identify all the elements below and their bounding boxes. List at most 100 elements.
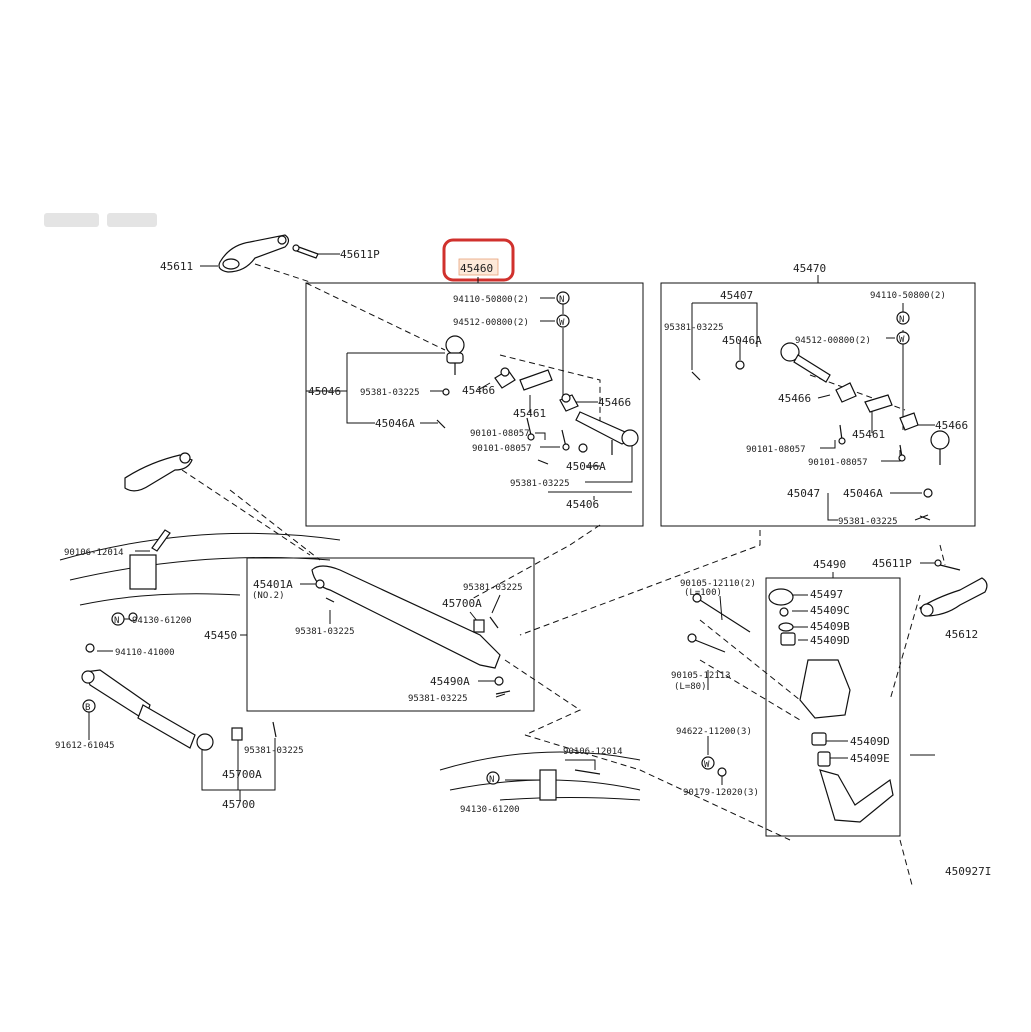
bolts-90105 — [687, 593, 751, 653]
label-45461-b[interactable]: 45461 — [852, 428, 885, 441]
svg-text:W: W — [899, 335, 905, 345]
label-45490A[interactable]: 45490A — [430, 675, 470, 688]
label-45466-a[interactable]: 45466 — [462, 384, 495, 397]
label-45409D-b[interactable]: 45409D — [850, 735, 890, 748]
washer-symbol-b: W — [896, 331, 910, 345]
svg-text:B: B — [85, 703, 90, 713]
label-45700A-a[interactable]: 45700A — [442, 597, 482, 610]
label-90179-12020[interactable]: 90179-12020(3) — [683, 788, 759, 798]
nut-symbol-a: N — [556, 291, 570, 305]
label-45046A-a[interactable]: 45046A — [375, 417, 415, 430]
label-45466-c[interactable]: 45466 — [778, 392, 811, 405]
label-94130-61200-b[interactable]: 94130-61200 — [460, 805, 520, 815]
label-45700[interactable]: 45700 — [222, 798, 255, 811]
label-90105-12110-sub[interactable]: (L=100) — [684, 588, 722, 598]
bolt-symbol: B — [82, 699, 96, 713]
label-45409B[interactable]: 45409B — [810, 620, 850, 633]
idler-arm-45490 — [768, 588, 894, 823]
label-94110-50800-b[interactable]: 94110-50800(2) — [870, 291, 946, 301]
label-95381-03225-a[interactable]: 95381-03225 — [360, 388, 420, 398]
label-90105-12113[interactable]: 90105-12113 — [671, 671, 731, 681]
nut-90179-12020 — [717, 767, 727, 777]
nut-94130-left — [128, 612, 138, 622]
label-45497[interactable]: 45497 — [810, 588, 843, 601]
tie-rod-end-45046-a — [436, 335, 465, 429]
label-95381-03225-c[interactable]: 95381-03225 — [664, 323, 724, 333]
label-94110-41000[interactable]: 94110-41000 — [115, 648, 175, 658]
label-94130-61200-a[interactable]: 94130-61200 — [132, 616, 192, 626]
label-45612[interactable]: 45612 — [945, 628, 978, 641]
label-45611[interactable]: 45611 — [160, 260, 193, 273]
label-45047[interactable]: 45047 — [787, 487, 820, 500]
label-45490[interactable]: 45490 — [813, 558, 846, 571]
washer-symbol-c: W — [701, 756, 715, 770]
bolt-45611P-right — [934, 559, 961, 571]
idler-bracket-left — [124, 452, 193, 492]
label-90105-12113-sub[interactable]: (L=80) — [674, 682, 707, 692]
label-45466-b[interactable]: 45466 — [598, 396, 631, 409]
bolt-90106-bottom — [539, 769, 601, 801]
clamp-45466-b — [559, 393, 579, 412]
nut-symbol-d: N — [486, 771, 500, 785]
label-45046A-d[interactable]: 45046A — [843, 487, 883, 500]
nut-94110-41000 — [85, 643, 95, 653]
label-95381-03225-e[interactable]: 95381-03225 — [295, 627, 355, 637]
clamp-45466-a — [494, 367, 516, 389]
label-45406[interactable]: 45406 — [566, 498, 599, 511]
label-90106-12014-a[interactable]: 90106-12014 — [64, 548, 124, 558]
highlight-label-bg — [458, 258, 499, 276]
label-90101-08057-d[interactable]: 90101-08057 — [808, 458, 868, 468]
tab-placeholder-2[interactable] — [107, 213, 157, 227]
label-95381-03225-d[interactable]: 95381-03225 — [838, 517, 898, 527]
svg-text:W: W — [559, 318, 565, 328]
sleeve-45461-b — [864, 394, 893, 413]
label-45461-a[interactable]: 45461 — [513, 407, 546, 420]
bolts-90101-a — [526, 417, 570, 451]
label-90105-12110[interactable]: 90105-12110(2) — [680, 579, 756, 589]
label-95381-03225-g[interactable]: 95381-03225 — [408, 694, 468, 704]
label-94110-50800-a[interactable]: 94110-50800(2) — [453, 295, 529, 305]
label-45046-a[interactable]: 45046 — [308, 385, 341, 398]
label-45700A-b[interactable]: 45700A — [222, 768, 262, 781]
label-94512-00800-a[interactable]: 94512-00800(2) — [453, 318, 529, 328]
label-45409C[interactable]: 45409C — [810, 604, 850, 617]
sleeve-45461-a — [519, 369, 553, 391]
damper-45700 — [81, 669, 277, 751]
bolts-90101-b — [838, 424, 906, 462]
tie-rod-end-45047 — [919, 430, 950, 521]
tie-rod-end-45046A-c — [691, 342, 831, 383]
pitman-arm-45611 — [218, 234, 290, 273]
label-90101-08057-a[interactable]: 90101-08057 — [470, 429, 530, 439]
label-95381-03225-h[interactable]: 95381-03225 — [244, 746, 304, 756]
bolt-90106-left — [129, 529, 171, 590]
tab-placeholder-1[interactable] — [44, 213, 99, 227]
label-45407[interactable]: 45407 — [720, 289, 753, 302]
label-94622-11200[interactable]: 94622-11200(3) — [676, 727, 752, 737]
pitman-arm-45612 — [919, 577, 988, 617]
clamp-45466-c — [835, 382, 857, 403]
label-90101-08057-b[interactable]: 90101-08057 — [472, 444, 532, 454]
label-45401A[interactable]: 45401A — [253, 578, 293, 591]
label-45046A-b[interactable]: 45046A — [566, 460, 606, 473]
label-95381-03225-b[interactable]: 95381-03225 — [510, 479, 570, 489]
svg-text:N: N — [489, 775, 494, 785]
label-90101-08057-c[interactable]: 90101-08057 — [746, 445, 806, 455]
label-94512-00800-b[interactable]: 94512-00800(2) — [795, 336, 871, 346]
label-45046A-c[interactable]: 45046A — [722, 334, 762, 347]
label-45409E[interactable]: 45409E — [850, 752, 890, 765]
label-90106-12014-b[interactable]: 90106-12014 — [563, 747, 623, 757]
relay-rod-45450 — [311, 565, 511, 695]
tie-rod-end-45046A-b — [537, 411, 639, 465]
label-45401A-sub[interactable]: (NO.2) — [252, 591, 285, 601]
label-45466-d[interactable]: 45466 — [935, 419, 968, 432]
label-91612-61045[interactable]: 91612-61045 — [55, 741, 115, 751]
label-95381-03225-f[interactable]: 95381-03225 — [463, 583, 523, 593]
label-45409D-a[interactable]: 45409D — [810, 634, 850, 647]
label-45460[interactable]: 45460 — [460, 262, 493, 275]
label-45450[interactable]: 45450 — [204, 629, 237, 642]
label-45611P-right[interactable]: 45611P — [872, 557, 912, 570]
diagram-id: 450927I — [945, 865, 991, 878]
label-45470[interactable]: 45470 — [793, 262, 826, 275]
label-45611P-top[interactable]: 45611P — [340, 248, 380, 261]
svg-text:N: N — [559, 295, 564, 305]
